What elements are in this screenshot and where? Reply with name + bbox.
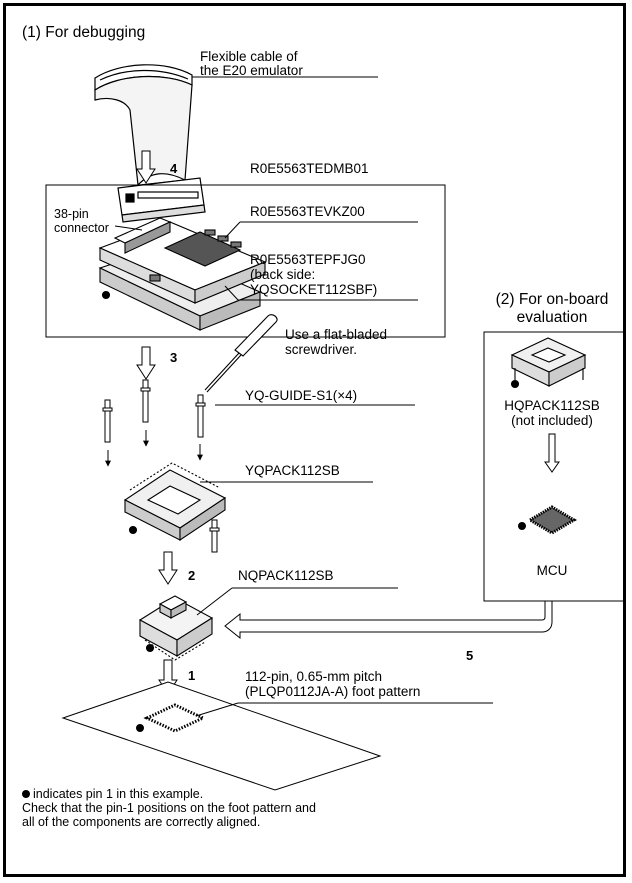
guide-insert-arrows [105,430,203,467]
screwdriver-label-line2: screwdriver. [285,342,357,357]
step4-arrow [136,150,156,184]
cable-label-line2: the E20 emulator [200,63,303,78]
pin1-marker [101,290,111,300]
foot-pattern-board [61,681,382,791]
guide-pins-illustration [102,379,220,553]
hqpack-illustration [510,337,587,389]
pfjg-label-line1: R0E5563TEPFJG0 [250,252,366,267]
foot-label-line2: (PLQP0112JA-A) foot pattern [245,684,420,699]
foot-label-line1: 112-pin, 0.65-mm pitch [245,669,382,684]
section1-title: (1) For debugging [22,24,145,41]
debug-kit-board-illustration [98,217,267,331]
pfjg-label-line2: (back side: [250,267,315,282]
evkz-label: R0E5563TEVKZ00 [250,204,365,219]
step5-number: 5 [466,648,473,663]
hqpack-to-mcu-arrow [544,433,560,473]
debug-kit-box [45,184,446,338]
mcu-illustration [518,505,577,535]
pfjg-label-line3: YQSOCKET112SBF) [250,282,377,297]
note-line2: Check that the pin-1 positions on the fo… [22,801,316,815]
section2-title-line2: evaluation [517,309,588,326]
note-line3: all of the components are correctly alig… [22,815,260,829]
step1-number: 1 [188,668,195,683]
connector-label-line1: 38-pin [54,207,89,221]
nqpack-illustration [138,595,214,661]
hqpack-label-line2: (not included) [511,413,593,428]
screwdriver-label-line1: Use a flat-bladed [285,327,387,342]
on-board-box [483,331,625,602]
step3-number: 3 [170,350,177,365]
yqpack-label: YQPACK112SB [245,463,340,478]
step5-arrow [224,600,553,640]
note-line1: indicates pin 1 in this example. [33,787,203,801]
step3-arrow [136,346,156,380]
step4-number: 4 [170,161,178,176]
hqpack-label-line1: HQPACK112SB [504,398,600,413]
screwdriver-illustration [204,314,278,393]
step2-number: 2 [188,568,195,583]
yqpack-illustration [123,462,227,542]
flexible-cable-illustration [94,64,206,223]
step2-arrow [158,551,178,585]
mcu-label: MCU [537,563,568,578]
guide-label: YQ-GUIDE-S1(×4) [245,388,357,403]
connector-label-line2: connector [54,221,109,235]
cable-label-line1: Flexible cable of [200,49,298,64]
nqpack-label: NQPACK112SB [238,568,334,583]
pin1-legend-dot [22,790,30,798]
dmb-label: R0E5563TEDMB01 [250,161,369,176]
section2-title-line1: (2) For on-board [496,291,609,308]
